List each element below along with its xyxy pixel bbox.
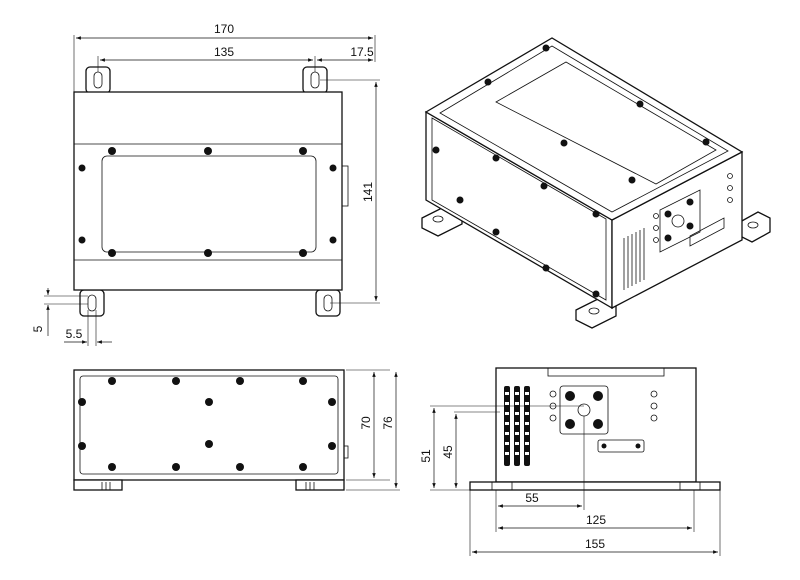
front-label-plate <box>597 439 645 453</box>
dim-front-width: 155 <box>585 537 605 551</box>
iso-top-window <box>495 61 717 185</box>
front-base-plate <box>469 481 721 491</box>
dim-slot-width: 5.5 <box>66 327 83 341</box>
front-view: 51 45 55 125 155 <box>419 367 721 556</box>
side-connector <box>341 165 349 207</box>
iso-label-plate <box>689 217 725 247</box>
side-view-body <box>73 369 345 481</box>
dim-slot-height: 5 <box>31 325 45 332</box>
mounting-slot <box>87 294 97 312</box>
top-view-screws <box>78 147 337 257</box>
side-panel <box>79 375 339 475</box>
dim-top-depth: 141 <box>361 182 375 202</box>
dim-hole-spacing: 135 <box>214 45 234 59</box>
dim-front-height: 51 <box>419 449 433 463</box>
top-view: 170 135 17.5 141 5 5.5 <box>31 22 380 346</box>
isometric-view <box>421 37 771 329</box>
side-view-screws <box>78 377 336 471</box>
dim-top-width: 170 <box>214 22 234 36</box>
iso-vents <box>623 228 645 290</box>
iso-connector-plate <box>659 189 701 253</box>
dim-front-hole-spacing: 125 <box>586 513 606 527</box>
iso-top-face <box>424 37 744 221</box>
dim-connector-offset: 55 <box>525 491 539 505</box>
side-view: 70 76 <box>73 369 400 491</box>
dim-total-height: 76 <box>381 416 395 430</box>
iso-screws <box>432 44 710 298</box>
dim-connector-height: 45 <box>441 445 455 459</box>
mounting-ear-bottom-left <box>79 289 105 317</box>
dim-hole-offset: 17.5 <box>350 45 374 59</box>
dim-body-height: 70 <box>359 416 373 430</box>
side-feet <box>73 479 345 491</box>
foot-right <box>739 211 771 243</box>
